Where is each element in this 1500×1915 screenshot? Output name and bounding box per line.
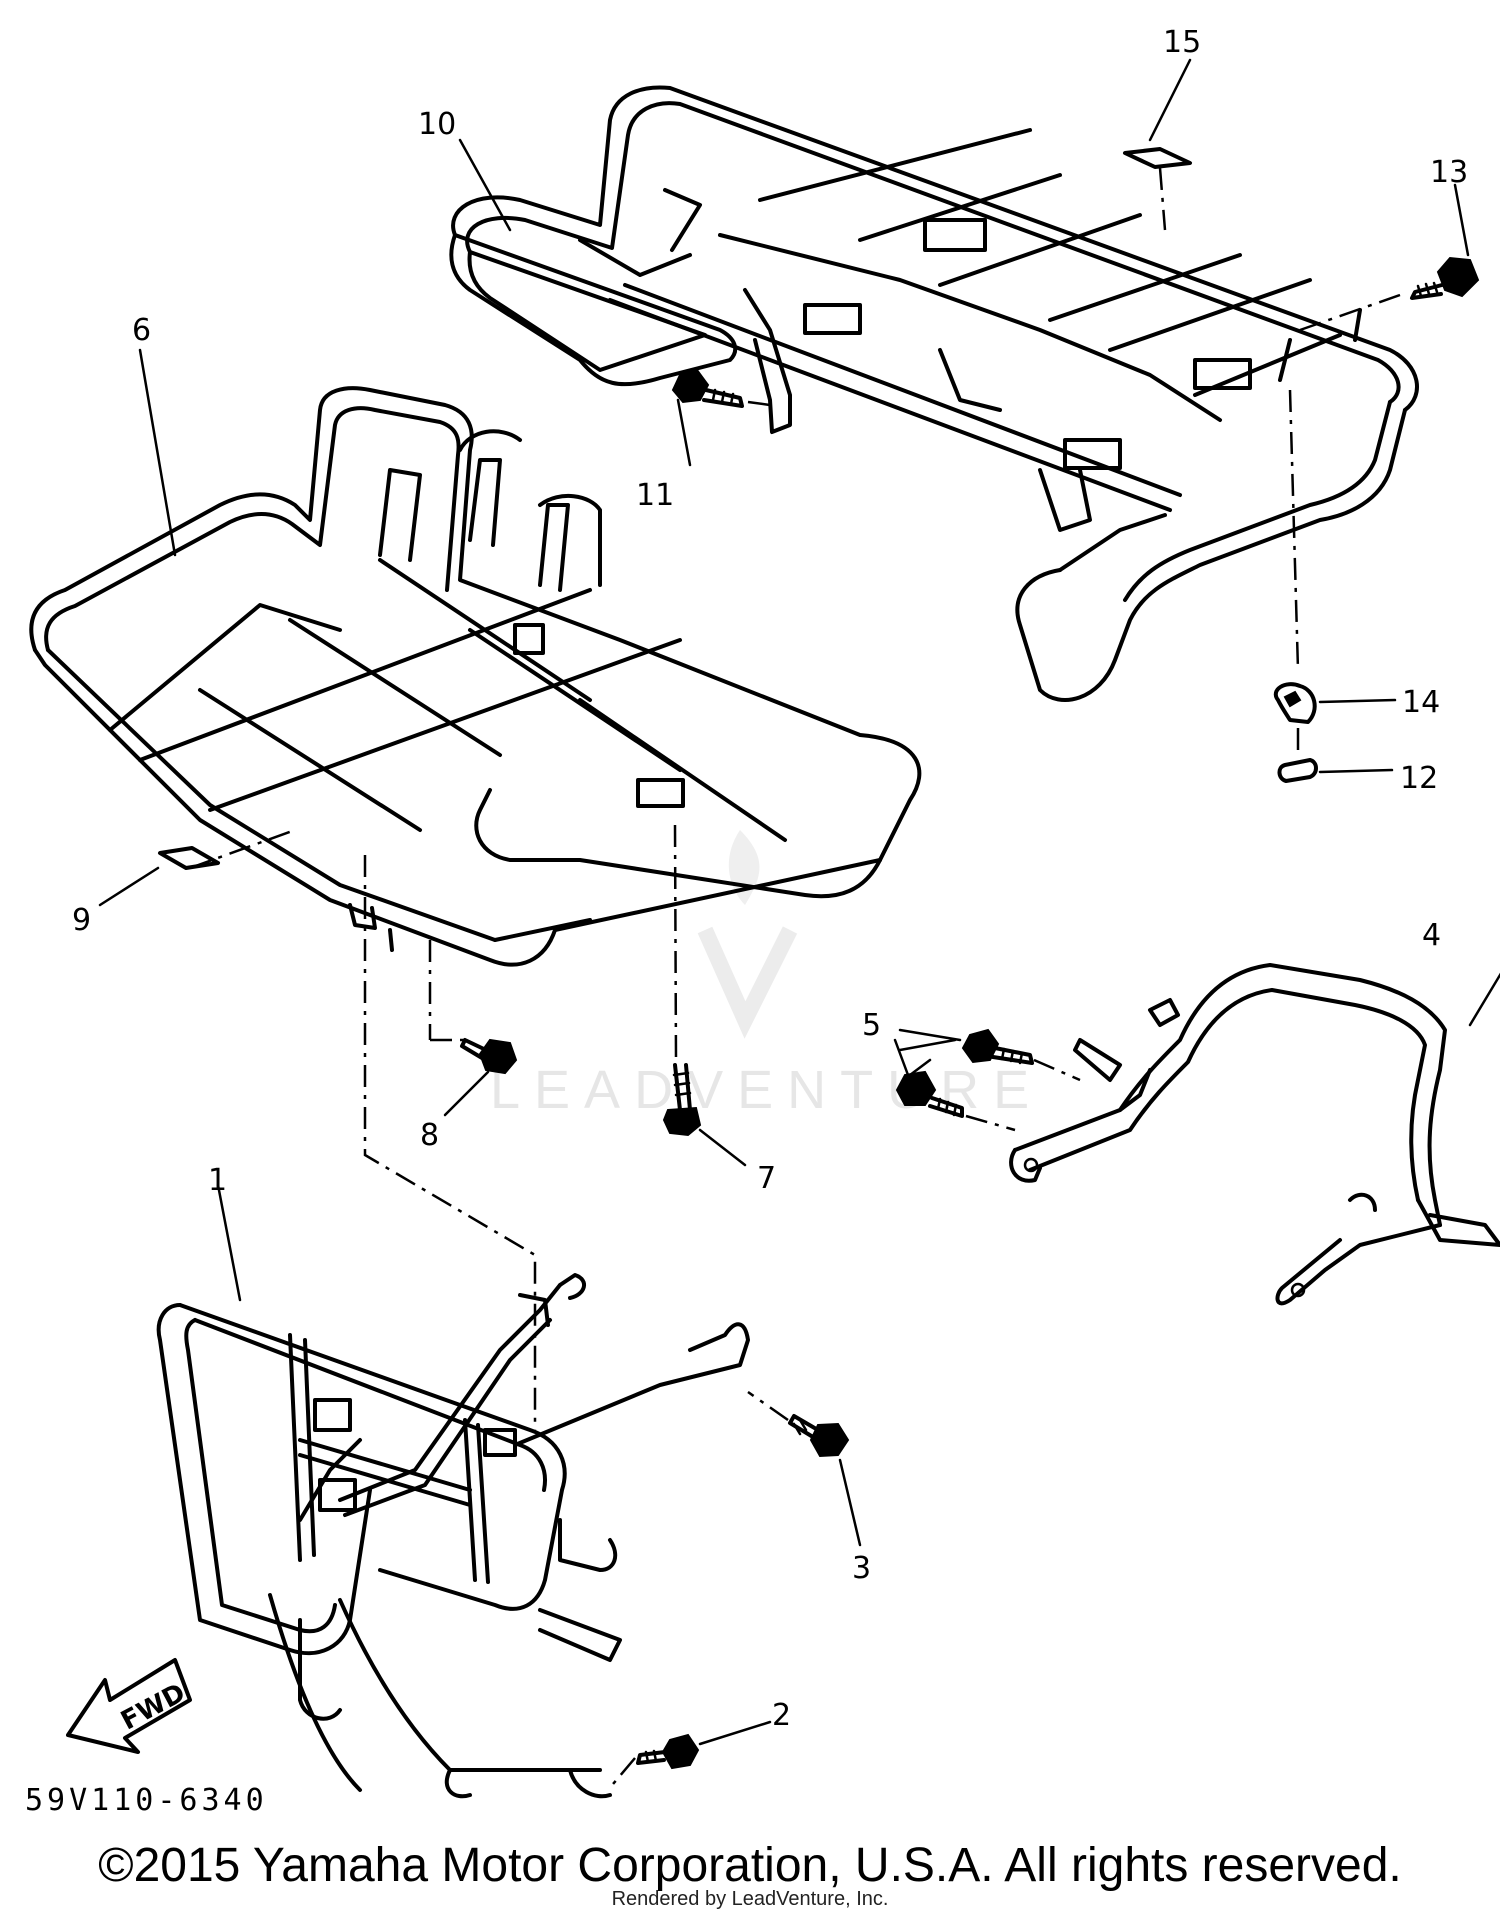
bolt-part-3[interactable]	[788, 1414, 850, 1458]
label-part-9[interactable]	[158, 846, 220, 870]
label-part-15[interactable]	[1123, 147, 1192, 169]
leadventure-watermark: LEADVENTURE	[490, 830, 1029, 1120]
callout-9: 9	[72, 903, 91, 938]
nut-part-14[interactable]	[1273, 682, 1317, 724]
copyright-notice: ©2015 Yamaha Motor Corporation, U.S.A. A…	[98, 1839, 1402, 1892]
callout-6: 6	[132, 313, 151, 348]
rendered-by-credit: Rendered by LeadVenture, Inc.	[611, 1888, 889, 1910]
callout-5: 5	[862, 1008, 881, 1043]
bolt-part-8[interactable]	[460, 1038, 518, 1075]
bolt-part-5-upper[interactable]	[961, 1028, 1034, 1065]
front-carrier-part-6[interactable]	[29, 386, 922, 967]
callout-10: 10	[418, 107, 456, 142]
leader-lines	[98, 58, 1500, 1746]
callout-3: 3	[852, 1551, 871, 1586]
bolt-part-2[interactable]	[636, 1733, 700, 1770]
callout-13: 13	[1430, 155, 1468, 190]
bracket-part-4[interactable]	[1009, 963, 1500, 1306]
callout-1: 1	[208, 1163, 227, 1198]
bumper-part-1[interactable]	[156, 1273, 750, 1799]
bolt-part-5-lower[interactable]	[895, 1070, 964, 1118]
rear-carrier-part-10[interactable]	[449, 85, 1419, 702]
fwd-arrow-icon: FWD	[66, 1658, 192, 1754]
callout-2: 2	[772, 1698, 791, 1733]
collar-part-12[interactable]	[1277, 758, 1318, 783]
bolt-part-13[interactable]	[1410, 256, 1480, 300]
bolt-part-11[interactable]	[671, 368, 744, 408]
callout-12: 12	[1400, 761, 1438, 796]
callout-7: 7	[757, 1161, 776, 1196]
callout-15: 15	[1163, 25, 1201, 60]
callout-4: 4	[1422, 918, 1441, 953]
bolt-part-7[interactable]	[662, 1063, 702, 1137]
callout-11: 11	[636, 478, 674, 513]
diagram-code: 59V110-6340	[25, 1783, 268, 1818]
fwd-label: FWD	[116, 1678, 190, 1736]
callout-14: 14	[1402, 685, 1440, 720]
callout-8: 8	[420, 1118, 439, 1153]
